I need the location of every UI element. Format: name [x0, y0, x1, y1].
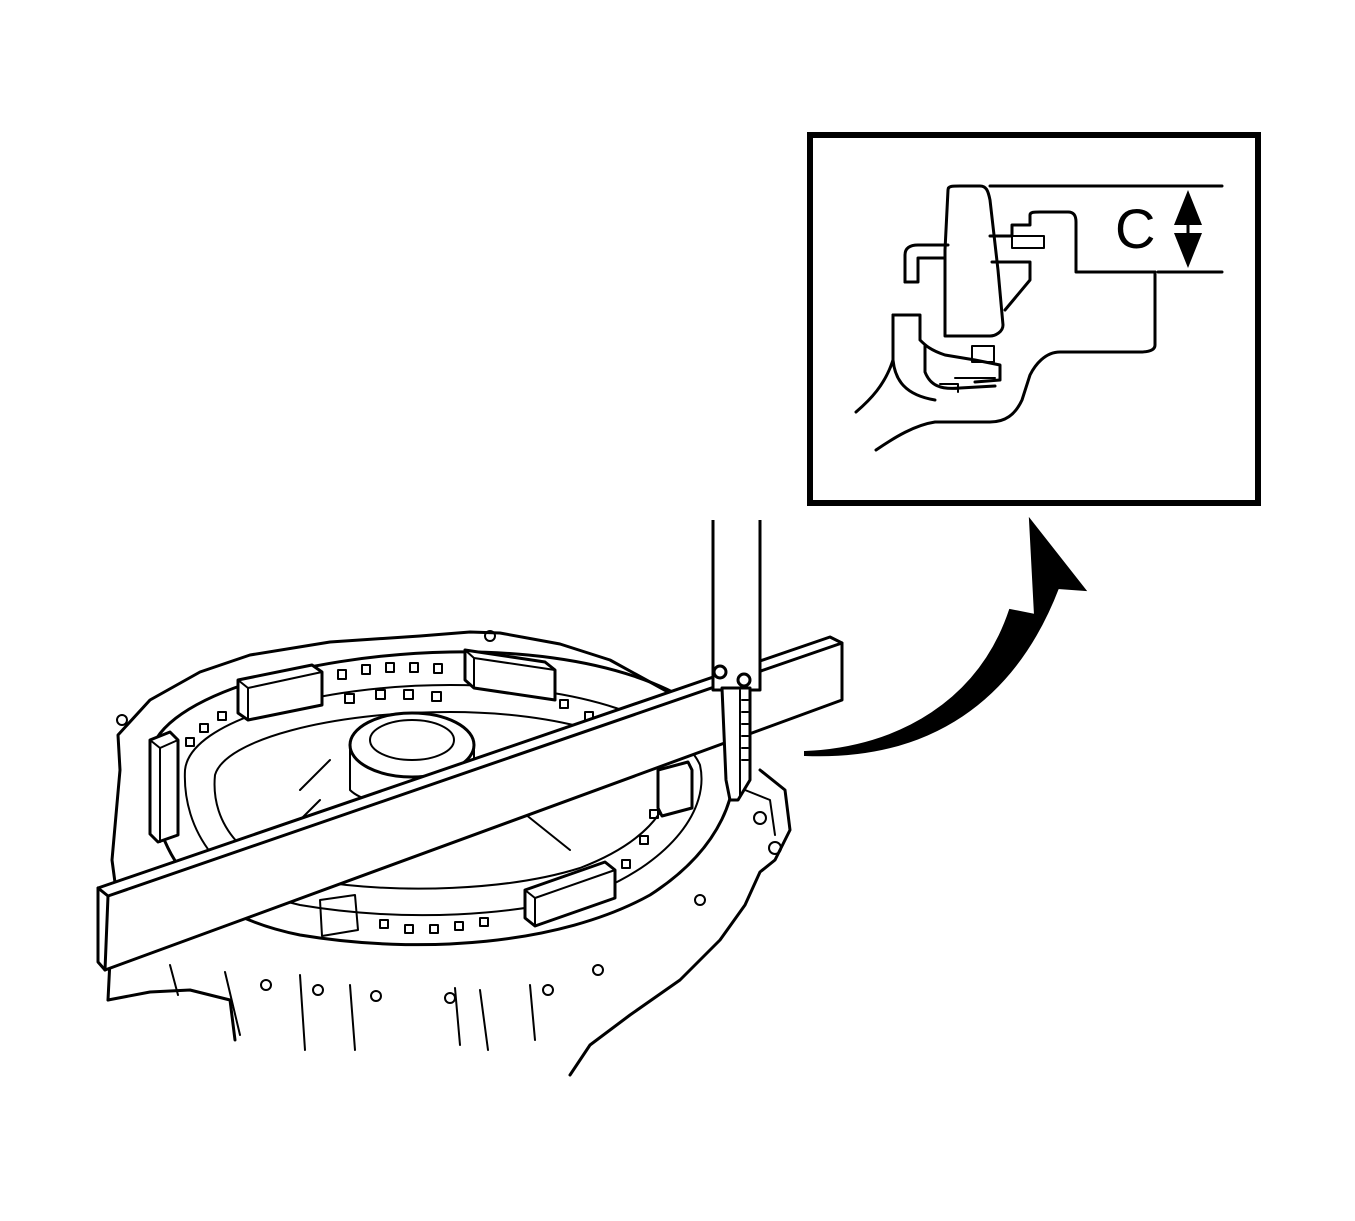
spring-holes [185, 662, 659, 934]
callout-arrow [804, 516, 1088, 757]
transmission-case [106, 630, 792, 1077]
cross-section [854, 184, 1157, 452]
depth-gauge [711, 520, 762, 802]
dimension-c: C [988, 184, 1224, 274]
dimension-label-c: C [1115, 197, 1155, 260]
clutch-lugs [148, 648, 694, 937]
straight-edge [96, 635, 844, 972]
detail-inset: C [807, 132, 1261, 506]
